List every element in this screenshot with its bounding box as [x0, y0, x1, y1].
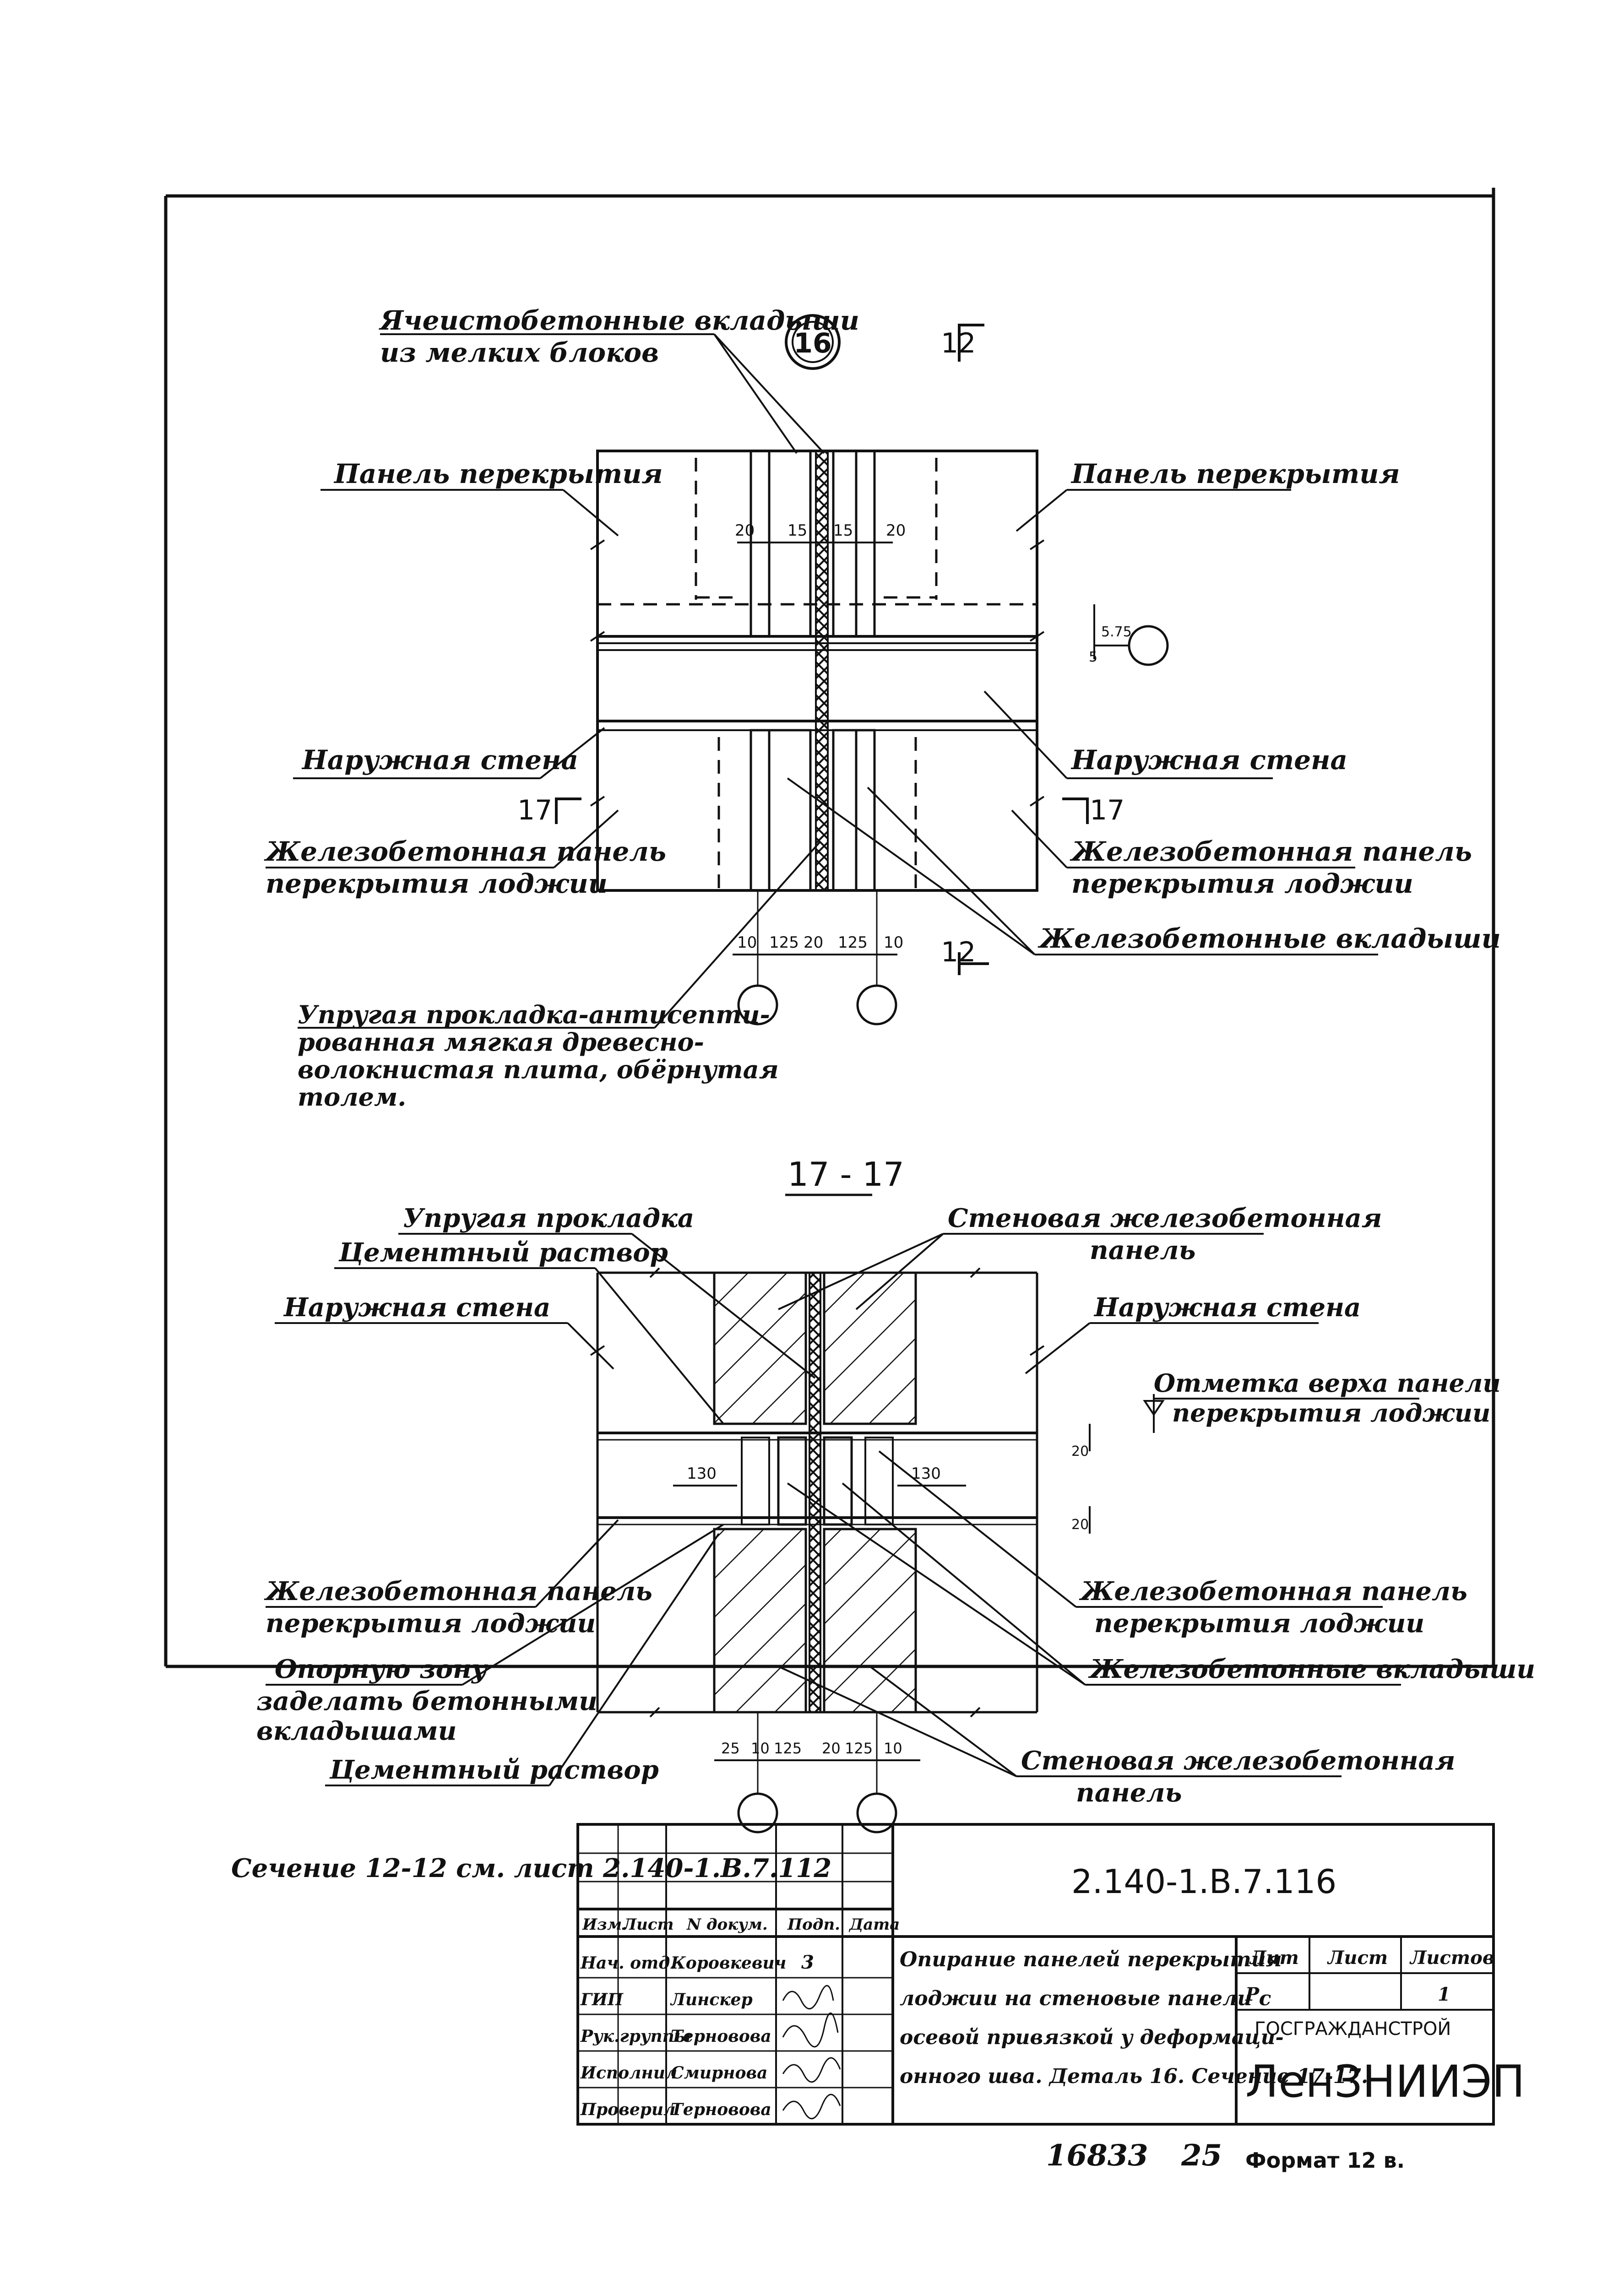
dim-d130-left: 130: [687, 1465, 717, 1483]
s-label-outer-wall-left: Наружная стена: [283, 1292, 550, 1323]
tb-title-4: онного шва. Деталь 16. Сечение 17-17.: [900, 2065, 1368, 2088]
tb-role-4: Исполнил: [580, 2063, 677, 2083]
tb-name-5: Терновова: [671, 2100, 771, 2119]
tb-role-3: Рук.группы: [580, 2027, 691, 2046]
label-outer-wall-right: Наружная стена: [1070, 744, 1347, 776]
title-block: 2.140-1.В.7.116 Изм. Лист N докум. Подп.…: [576, 1823, 1525, 2126]
tb-head-date: Дата: [848, 1915, 900, 1934]
tb-name-2: Линскер: [670, 1990, 753, 2009]
tb-role-1: Нач. отд.: [580, 1953, 676, 1973]
detail-16-plan: 16 12 12 17 17 10 125 20 125 10 20 15 15…: [264, 305, 1501, 1112]
s-label-wall-panel-bottom-1: Стеновая железобетонная: [1021, 1746, 1455, 1776]
tb-name-3: Терновова: [671, 2027, 771, 2046]
dim-s-b125-left: 125: [774, 1740, 802, 1757]
dim-b20: 20: [804, 933, 823, 952]
dim-s-b10: 10: [751, 1740, 770, 1757]
label-aerated-inserts-1: Ячеистобетонные вкладыши: [379, 305, 859, 336]
tb-org-2: ЛенЗНИИЭП: [1245, 2056, 1525, 2107]
label-outer-wall-left: Наружная стена: [301, 744, 578, 776]
signatures: [782, 1985, 841, 2120]
dim-s-b20: 20: [822, 1740, 841, 1757]
s-label-mark-2: перекрытия лоджии: [1172, 1398, 1490, 1427]
s-label-loggia-panel-right-1: Железобетонная панель: [1079, 1576, 1467, 1606]
detail-marker: 16: [793, 327, 832, 359]
doc-code: 2.140-1.В.7.116: [1071, 1862, 1336, 1901]
section-17-17: 17 - 17 130 130 20 20 25: [256, 1155, 1535, 1834]
tb-head-izm: Изм.: [582, 1915, 627, 1934]
dim-v5: 5: [1089, 649, 1097, 665]
dim-s-b125-right: 125: [845, 1740, 873, 1757]
dim-s-b25: 25: [721, 1740, 740, 1757]
label-loggia-panel-right-2: перекрытия лоджии: [1071, 868, 1413, 899]
tb-title-1: Опирание панелей перекрытия: [900, 1948, 1282, 1971]
label-gasket-4: толем.: [298, 1082, 406, 1112]
label-floor-panel-right: Панель перекрытия: [1070, 458, 1400, 489]
dim-s-b10-right: 10: [884, 1740, 902, 1757]
s-label-gasket: Упругая прокладка: [403, 1203, 694, 1233]
s-label-rc-inserts: Железобетонные вкладыши: [1088, 1654, 1535, 1684]
tb-org-1: ГОСГРАЖДАНСТРОЙ: [1255, 2018, 1451, 2040]
s-label-cement-bottom: Цементный раствор: [329, 1755, 659, 1785]
label-gasket-2: рованная мягкая древесно-: [298, 1027, 704, 1057]
label-rc-inserts: Железобетонные вкладыши: [1037, 923, 1501, 954]
label-gasket-1: Упругая прокладка-антисепти-: [298, 1000, 770, 1029]
tb-sheet-head: Лист: [1327, 1947, 1388, 1969]
dim-v20-bottom: 20: [1071, 1517, 1089, 1533]
section-title: 17 - 17: [788, 1155, 904, 1194]
footer-num: 25: [1181, 2138, 1222, 2173]
dim-v20-top: 20: [1071, 1443, 1089, 1459]
label-loggia-panel-right-1: Железобетонная панель: [1070, 836, 1472, 867]
section-note: Сечение 12-12 см. лист 2.140-1.В.7.112: [231, 1853, 831, 1883]
tb-title-3: осевой привязкой у деформаци-: [900, 2026, 1284, 2049]
s-label-support-1: Опорную зону: [275, 1654, 488, 1684]
label-loggia-panel-left-1: Железобетонная панель: [264, 836, 666, 867]
label-gasket-3: волокнистая плита, обёрнутая: [298, 1055, 779, 1084]
tb-name-1: Коровкевич: [670, 1953, 786, 1973]
label-aerated-inserts-2: из мелких блоков: [380, 337, 659, 368]
dim-b125-left: 125: [769, 933, 799, 952]
tb-sign-1: 3: [801, 1952, 814, 1973]
dim-b10-right: 10: [884, 933, 903, 952]
tb-head-list: Лист: [622, 1915, 673, 1934]
s-label-wall-panel-top-1: Стеновая железобетонная: [948, 1203, 1382, 1233]
dim-b125-right: 125: [838, 933, 868, 952]
footer-format: Формат 12 в.: [1245, 2148, 1405, 2173]
tb-role-5: Проверил: [580, 2100, 675, 2119]
tb-head-doc: N докум.: [686, 1915, 768, 1934]
dim-v575: 5.75: [1101, 624, 1132, 640]
tb-role-2: ГИП: [580, 1990, 624, 2009]
s-label-loggia-panel-left-1: Железобетонная панель: [264, 1576, 652, 1606]
dim-d20-left: 20: [735, 521, 755, 540]
tb-sheets: 1: [1438, 1984, 1450, 2005]
s-label-loggia-panel-right-2: перекрытия лоджии: [1094, 1608, 1424, 1638]
s-label-loggia-panel-left-2: перекрытия лоджии: [266, 1608, 596, 1638]
s-label-mark-1: Отметка верха панели: [1154, 1368, 1501, 1398]
tb-sheets-head: Листов: [1409, 1947, 1494, 1969]
tb-title-2: лоджии на стеновые панели с: [900, 1987, 1271, 2010]
label-loggia-panel-left-2: перекрытия лоджии: [266, 868, 608, 899]
s-label-cement-top: Цементный раствор: [338, 1237, 668, 1268]
dim-d15-left: 15: [788, 521, 807, 540]
s-label-outer-wall-right: Наружная стена: [1093, 1292, 1361, 1323]
footer-inv: 16833: [1046, 2138, 1148, 2173]
tb-lit-head: Лит: [1249, 1947, 1299, 1969]
dim-b10-left: 10: [737, 933, 757, 952]
tb-name-4: Смирнова: [671, 2063, 767, 2083]
s-label-support-3: вкладышами: [256, 1716, 456, 1746]
tb-lit: Р: [1245, 1984, 1260, 2005]
tb-head-sign: Подп.: [787, 1915, 840, 1934]
s-label-wall-panel-bottom-2: панель: [1076, 1778, 1182, 1808]
s-label-support-2: заделать бетонными: [256, 1686, 597, 1716]
dim-d20-right: 20: [886, 521, 906, 540]
section-mark-right: 17: [1090, 794, 1124, 826]
label-floor-panel-left: Панель перекрытия: [333, 458, 663, 489]
s-label-wall-panel-top-2: панель: [1090, 1235, 1195, 1265]
dim-d15-right: 15: [833, 521, 853, 540]
section-mark-left: 17: [517, 794, 552, 826]
